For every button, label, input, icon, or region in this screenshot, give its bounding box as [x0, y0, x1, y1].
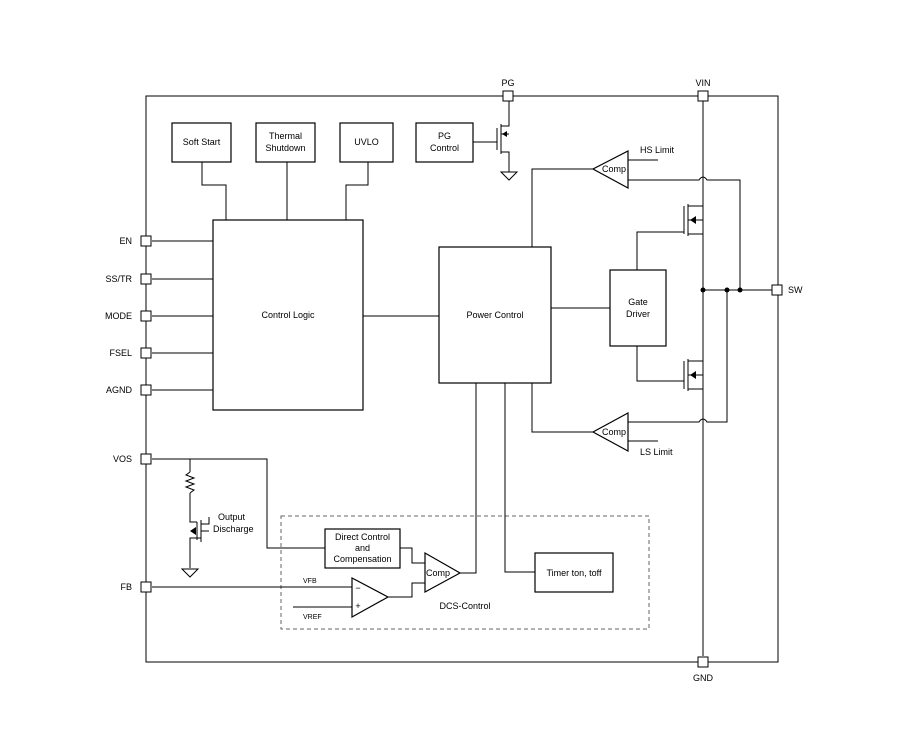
pg-control-label-2: Control — [430, 143, 459, 153]
thermal-shutdown-block — [255, 122, 316, 163]
hs-comparator-label: Comp — [602, 164, 626, 174]
ls-comparator — [591, 411, 629, 453]
pin-en-label: EN — [119, 236, 132, 246]
timer-label: Timer ton, toff — [546, 568, 602, 578]
direct-control-label-3: Compensation — [333, 554, 391, 564]
pin-vos-label: VOS — [113, 454, 132, 464]
pin-pg — [502, 90, 514, 102]
pin-sw-label: SW — [788, 285, 803, 295]
soft-start-block — [171, 122, 232, 163]
power-control-block — [438, 246, 552, 384]
pin-vin-label: VIN — [695, 78, 710, 88]
output-discharge-label-2: Discharge — [213, 524, 254, 534]
control-logic-block — [212, 219, 364, 411]
pin-sstr — [140, 273, 152, 285]
ls-limit-label: LS Limit — [640, 447, 673, 457]
pg-control-label-1: PG — [438, 131, 451, 141]
output-discharge-label-1: Output — [218, 512, 246, 522]
chip-boundary — [145, 95, 779, 663]
dcs-comparator — [424, 551, 462, 594]
error-amp-plus: + — [355, 601, 360, 611]
dcs-comparator-label: Comp — [426, 568, 450, 578]
pin-mode-label: MODE — [105, 311, 132, 321]
vref-label: VREF — [303, 614, 322, 621]
direct-control-block — [324, 528, 401, 569]
pin-sstr-label: SS/TR — [105, 274, 132, 284]
pin-gnd — [697, 656, 709, 668]
control-logic-label: Control Logic — [261, 310, 315, 320]
direct-control-label-2: and — [355, 543, 370, 553]
uvlo-block — [339, 122, 394, 163]
vfb-label: VFB — [303, 578, 317, 585]
ls-comparator-label: Comp — [602, 427, 626, 437]
pin-vos — [140, 453, 152, 465]
gate-driver-block — [609, 269, 667, 347]
timer-block — [534, 552, 614, 593]
dcs-control-region — [280, 515, 650, 630]
power-control-label: Power Control — [466, 310, 523, 320]
pg-control-block — [415, 122, 474, 163]
dcs-control-label: DCS-Control — [439, 601, 490, 611]
pin-vin — [697, 90, 709, 102]
hs-limit-label: HS Limit — [640, 145, 675, 155]
gate-driver-label-1: Gate — [628, 297, 648, 307]
pin-en — [140, 235, 152, 247]
pin-fb-label: FB — [120, 582, 132, 592]
pin-pg-label: PG — [501, 78, 514, 88]
pin-gnd-label: GND — [693, 673, 714, 683]
thermal-shutdown-label-1: Thermal — [269, 131, 302, 141]
pin-fsel-label: FSEL — [109, 348, 132, 358]
thermal-shutdown-label-2: Shutdown — [265, 143, 305, 153]
pin-fsel — [140, 347, 152, 359]
soft-start-label: Soft Start — [183, 137, 221, 147]
hs-comparator — [591, 150, 629, 190]
pin-mode — [140, 310, 152, 322]
pin-sw — [771, 284, 783, 296]
pin-agnd — [140, 384, 152, 396]
uvlo-label: UVLO — [354, 137, 379, 147]
gate-driver-label-2: Driver — [626, 309, 650, 319]
error-amplifier — [351, 577, 390, 619]
direct-control-label-1: Direct Control — [335, 532, 390, 542]
pin-fb — [140, 581, 152, 593]
error-amp-minus: − — [355, 583, 360, 593]
pin-agnd-label: AGND — [106, 385, 133, 395]
